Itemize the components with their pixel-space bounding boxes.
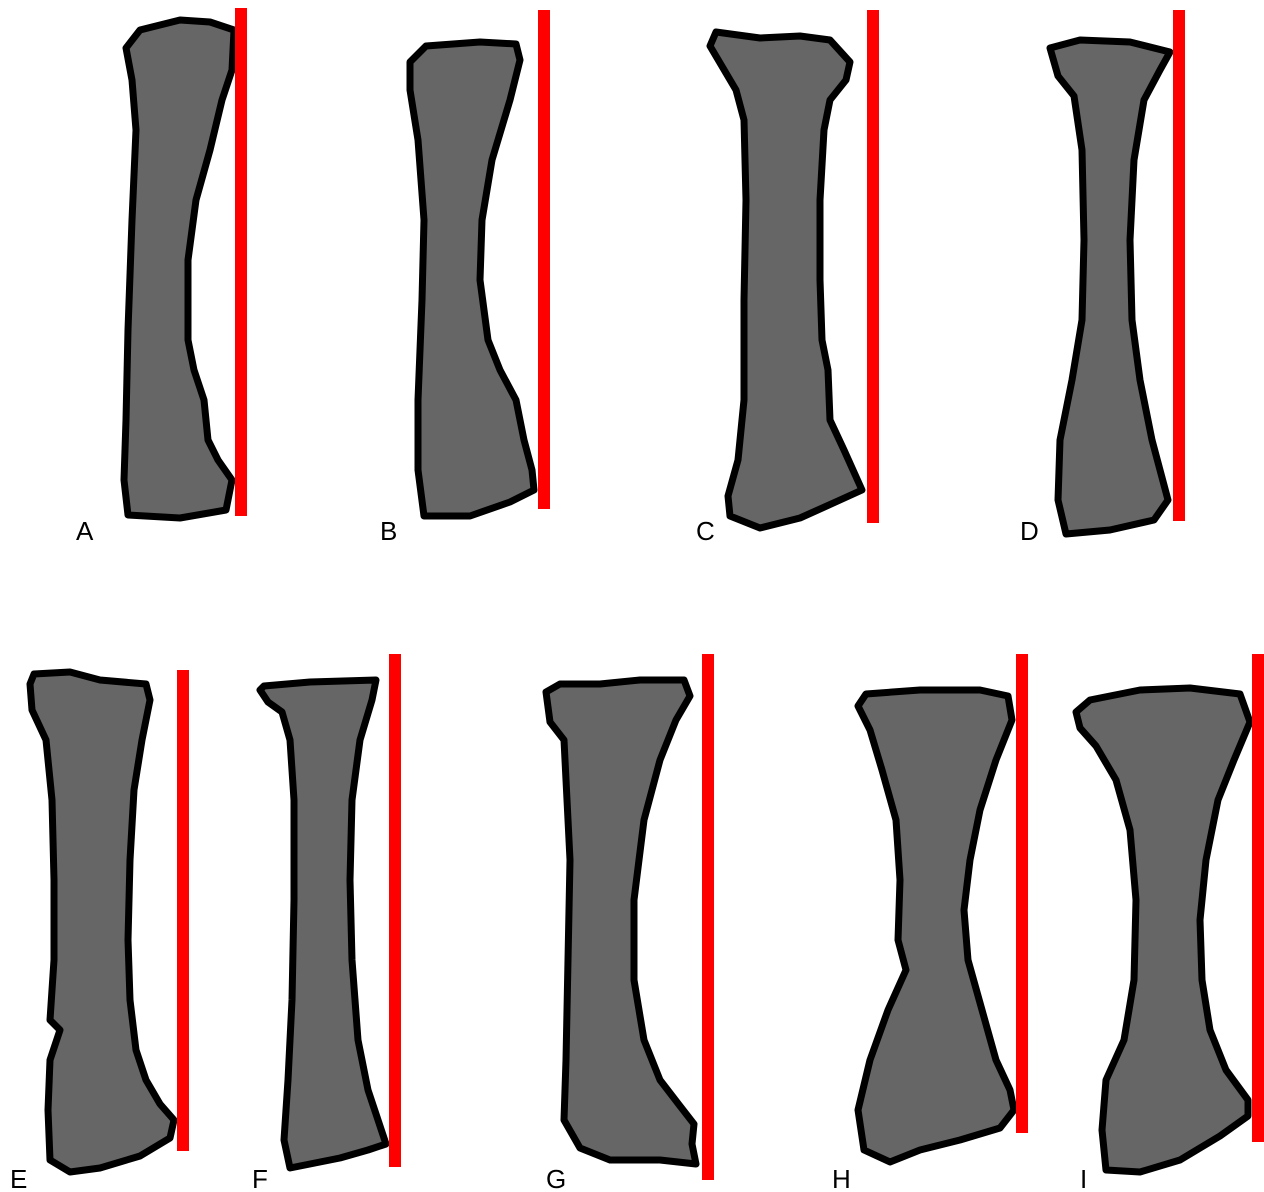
- panel-label-g: G: [546, 1164, 566, 1192]
- bone-outline-g: [546, 680, 696, 1164]
- bone-outline-a: [124, 20, 234, 518]
- panel-label-c: C: [696, 516, 715, 546]
- bone-outline-b: [410, 42, 534, 516]
- panel-label-e: E: [10, 1164, 27, 1192]
- reference-bar-h: [1016, 654, 1028, 1133]
- panel-c: C: [696, 10, 879, 546]
- panel-d: D: [1020, 10, 1185, 546]
- reference-bar-b: [538, 10, 550, 509]
- bone-outline-d: [1050, 40, 1170, 534]
- panel-g: G: [546, 654, 714, 1192]
- reference-bar-a: [235, 8, 247, 516]
- panel-label-i: I: [1080, 1164, 1087, 1192]
- reference-bar-i: [1252, 654, 1264, 1142]
- panel-i: I: [1076, 654, 1264, 1192]
- bone-outline-f: [260, 680, 386, 1168]
- panel-label-h: H: [832, 1164, 851, 1192]
- panel-label-a: A: [76, 516, 94, 546]
- panel-e: E: [10, 670, 189, 1192]
- reference-bar-f: [389, 654, 401, 1167]
- bone-outline-c: [710, 32, 862, 528]
- panel-label-b: B: [380, 516, 397, 546]
- panel-label-f: F: [252, 1164, 268, 1192]
- panel-f: F: [252, 654, 401, 1192]
- reference-bar-c: [867, 10, 879, 523]
- panel-a: A: [76, 8, 247, 546]
- reference-bar-d: [1173, 10, 1185, 521]
- panel-label-d: D: [1020, 516, 1039, 546]
- bone-outline-i: [1076, 688, 1250, 1172]
- panel-h: H: [832, 654, 1028, 1192]
- reference-bar-e: [177, 670, 189, 1151]
- reference-bar-g: [702, 654, 714, 1180]
- panel-b: B: [380, 10, 550, 546]
- bone-outline-h: [858, 690, 1014, 1162]
- bone-outline-e: [30, 672, 174, 1172]
